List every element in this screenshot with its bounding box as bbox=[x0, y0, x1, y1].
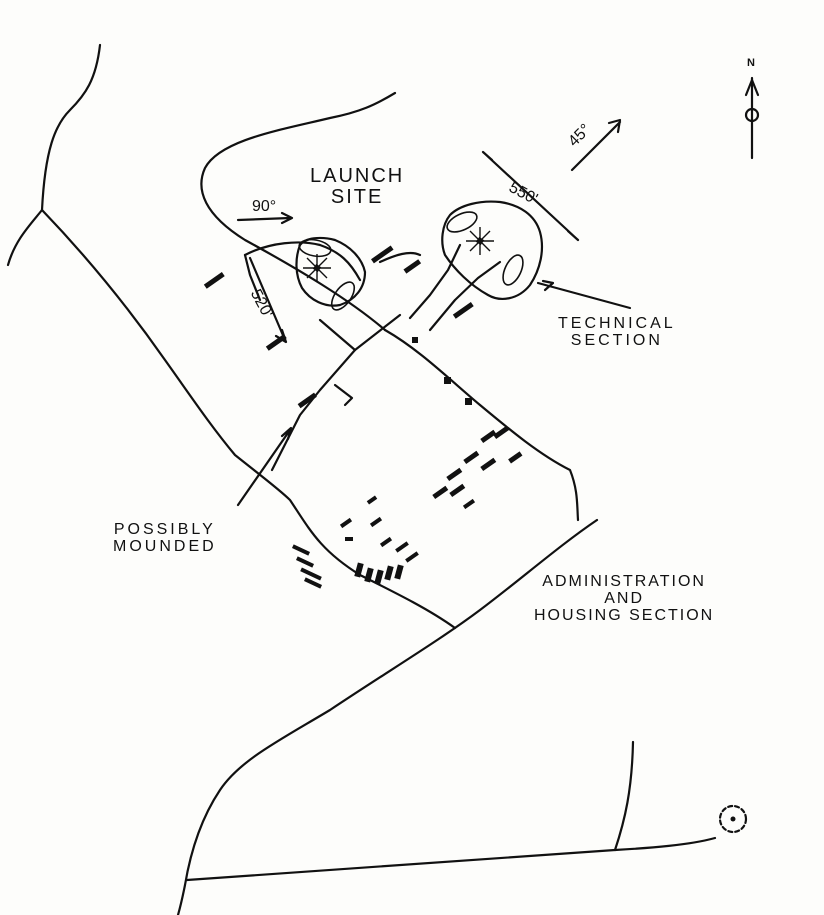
dim-550-line bbox=[481, 150, 580, 242]
north-label: N bbox=[747, 57, 755, 69]
tech-road-3 bbox=[378, 251, 422, 264]
label-launch-site: LAUNCH SITE bbox=[310, 165, 405, 208]
angle-90-label: 90° bbox=[252, 198, 277, 215]
label-possibly-mounded: POSSIBLY MOUNDED bbox=[113, 521, 217, 555]
north-arrow-head bbox=[744, 78, 760, 97]
launch-road-link bbox=[333, 383, 354, 407]
launch-pad-star bbox=[303, 254, 331, 282]
launch-road-west bbox=[243, 241, 362, 282]
tech-road-2 bbox=[428, 260, 502, 332]
site-east-road bbox=[383, 328, 580, 522]
survey-marker bbox=[718, 804, 748, 834]
north-arrow-circle bbox=[744, 107, 760, 123]
arrow-45 bbox=[570, 118, 622, 172]
west-road bbox=[6, 43, 102, 267]
launch-road-south bbox=[270, 348, 357, 472]
pad-details bbox=[298, 211, 524, 311]
launch-loop-road bbox=[200, 91, 397, 332]
leader-possibly bbox=[236, 426, 293, 507]
label-technical-section: TECHNICAL SECTION bbox=[558, 315, 676, 349]
tech-road-1 bbox=[408, 243, 462, 320]
label-admin-housing: ADMINISTRATION AND HOUSING SECTION bbox=[534, 573, 715, 624]
arrow-90 bbox=[236, 211, 294, 225]
tech-pad-star bbox=[466, 227, 494, 255]
admin-road bbox=[176, 518, 599, 915]
tech-pad-outline bbox=[441, 200, 544, 300]
building-marks bbox=[203, 236, 736, 822]
south-road-spur bbox=[613, 740, 635, 852]
launch-pad-outline bbox=[295, 236, 367, 307]
south-road bbox=[185, 836, 717, 882]
leader-technical bbox=[536, 279, 632, 310]
